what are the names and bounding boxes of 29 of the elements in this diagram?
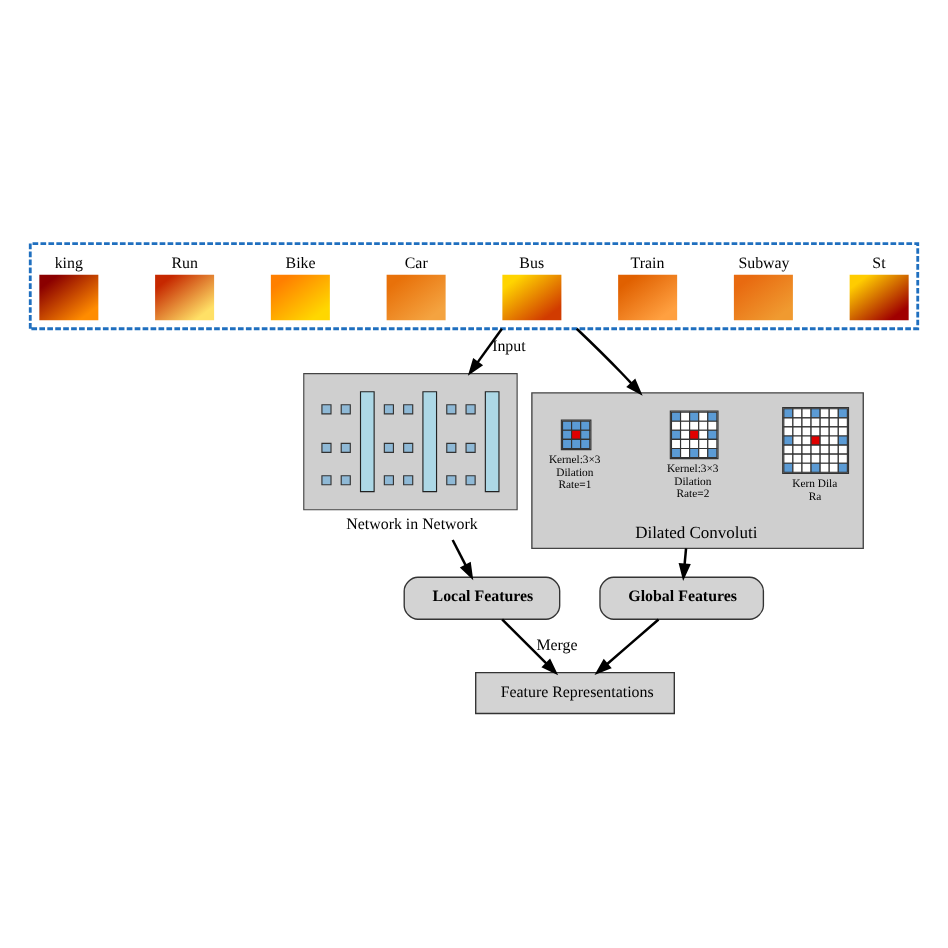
node-box [270, 274, 330, 321]
node-box [39, 274, 99, 321]
node-box [849, 274, 909, 321]
node-label: king [54, 254, 83, 273]
node-box [502, 274, 562, 321]
arrow [575, 327, 643, 396]
node-label: St [872, 254, 886, 273]
node-box [386, 274, 446, 321]
node-box: Global Features [599, 576, 765, 620]
arrow [678, 548, 691, 581]
node-box: Local Features [403, 576, 561, 620]
edge-label: Merge [536, 636, 578, 655]
node-label: Bike [285, 254, 316, 273]
cluster [28, 242, 920, 331]
arrow [467, 328, 503, 376]
node-box: Feature Representations [475, 671, 675, 715]
arrow [594, 618, 660, 675]
node-label: Subway [738, 254, 790, 273]
node-box [155, 274, 215, 321]
node-label: Train [630, 254, 665, 273]
node-box [618, 274, 678, 321]
arrow [451, 539, 474, 581]
arrow [501, 618, 559, 676]
node-box [733, 274, 793, 321]
node-label: Run [171, 254, 199, 273]
node-label: Car [404, 254, 428, 273]
node-label: Network in Network [346, 515, 478, 534]
node-label: Bus [519, 254, 545, 273]
edge-label: Input [492, 336, 526, 355]
